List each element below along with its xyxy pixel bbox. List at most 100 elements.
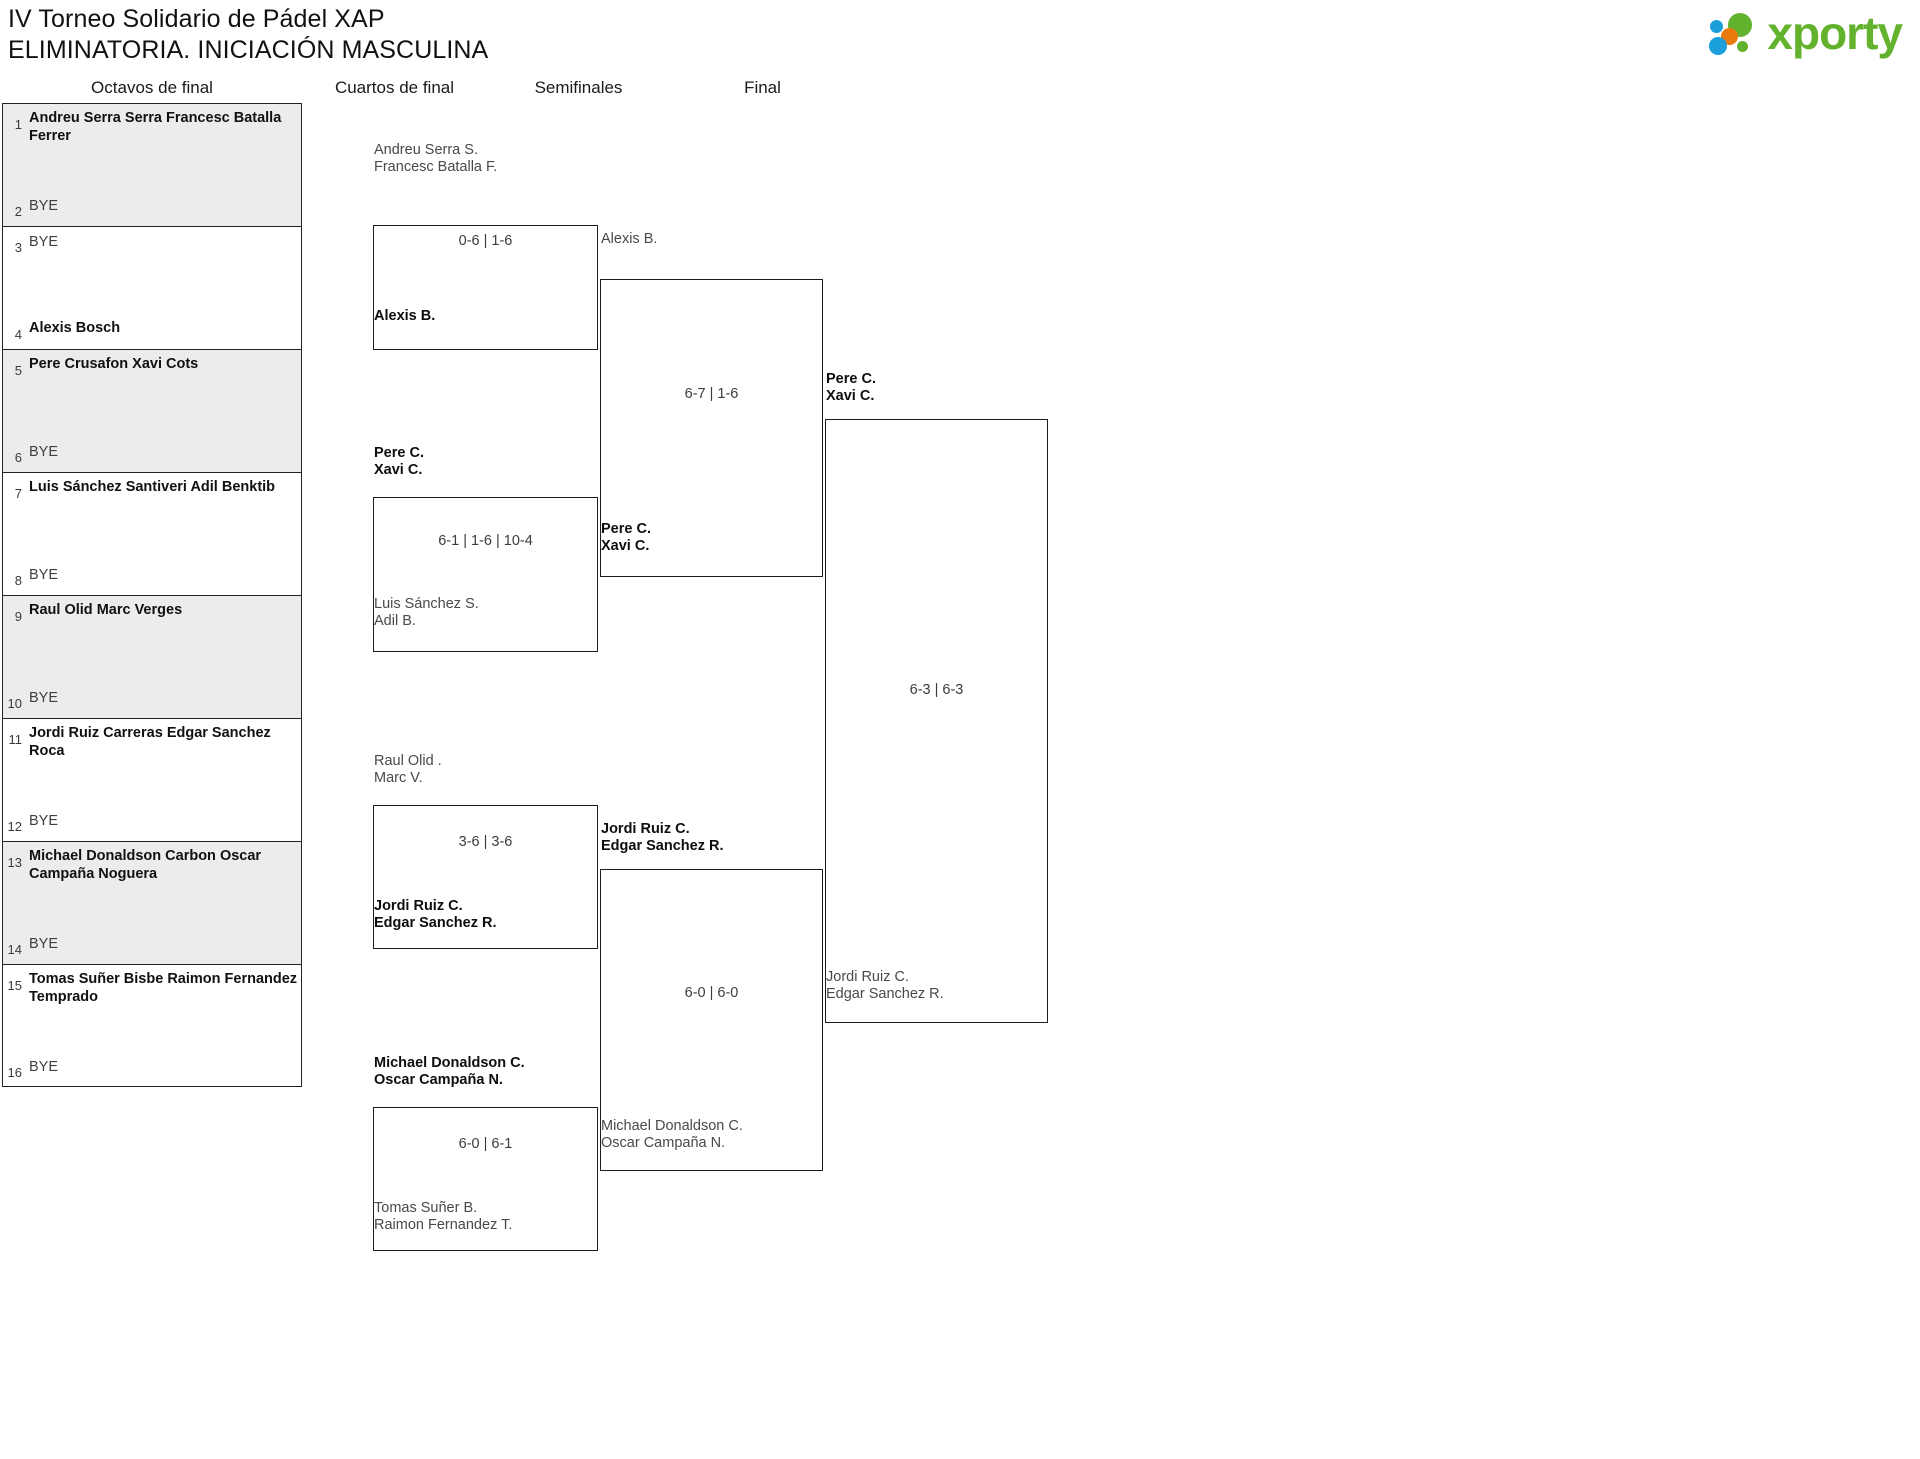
round-header-semifinales: Semifinales — [534, 78, 623, 97]
r1-match-2[interactable]: 3 BYE 4 Alexis Bosch — [2, 226, 302, 349]
seed-number: 1 — [14, 117, 22, 132]
r1-slot-seed-8[interactable]: 8 BYE — [3, 566, 303, 589]
r1-slot-seed-1[interactable]: 1 Andreu Serra Serra Francesc Batalla Fe… — [3, 110, 303, 145]
round-header-final: Final — [744, 78, 781, 97]
player-line-2: Marc Verges — [96, 602, 183, 618]
r1-match-1[interactable]: 1 Andreu Serra Serra Francesc Batalla Fe… — [2, 103, 302, 226]
final-connector-box — [825, 419, 1048, 1023]
player-names: Tomas Suñer Bisbe Raimon Fernandez Tempr… — [29, 971, 303, 1006]
player-line-1: Luis Sánchez Santiveri — [29, 479, 187, 495]
player-line-2: Edgar Sanchez R. — [601, 838, 724, 854]
qf4-bottom-team[interactable]: Tomas Suñer B. Raimon Fernandez T. — [374, 1200, 512, 1234]
r1-slot-seed-7[interactable]: 7 Luis Sánchez Santiveri Adil Benktib — [3, 479, 303, 502]
page-title: IV Torneo Solidario de Pádel XAP ELIMINA… — [8, 4, 488, 66]
round-1-column: 1 Andreu Serra Serra Francesc Batalla Fe… — [2, 103, 302, 1087]
player-line-2: Edgar Sanchez R. — [826, 986, 944, 1002]
player-line-2: Edgar Sanchez R. — [374, 915, 497, 931]
player-names: BYE — [29, 567, 59, 583]
sf2-score: 6-0 | 6-0 — [684, 985, 739, 1001]
sf1-top-team[interactable]: Alexis B. — [601, 231, 657, 248]
seed-number: 12 — [7, 819, 22, 834]
sf2-bottom-team[interactable]: Michael Donaldson C. Oscar Campaña N. — [601, 1118, 743, 1152]
seed-number: 5 — [14, 363, 22, 378]
r1-match-4[interactable]: 7 Luis Sánchez Santiveri Adil Benktib 8 … — [2, 472, 302, 595]
player-line-1: Pere C. — [374, 445, 424, 461]
qf1-bottom-team[interactable]: Alexis B. — [374, 308, 435, 325]
player-line-2: Xavi C. — [601, 538, 650, 554]
r1-slot-seed-6[interactable]: 6 BYE — [3, 443, 303, 466]
r1-slot-seed-12[interactable]: 12 BYE — [3, 812, 303, 835]
player-line-2: Raimon Fernandez T. — [374, 1217, 513, 1233]
r1-match-7[interactable]: 13 Michael Donaldson Carbon Oscar Campañ… — [2, 841, 302, 964]
player-names: Raul Olid Marc Verges — [29, 602, 182, 620]
r1-slot-seed-4[interactable]: 4 Alexis Bosch — [3, 320, 303, 343]
r1-match-3[interactable]: 5 Pere Crusafon Xavi Cots 6 BYE — [2, 349, 302, 472]
logo-dot-green-small-icon — [1737, 41, 1749, 52]
logo-dot-blue-small-icon — [1710, 20, 1724, 33]
r1-slot-seed-9[interactable]: 9 Raul Olid Marc Verges — [3, 602, 303, 625]
seed-number: 13 — [7, 855, 22, 870]
player-line-1: Alexis B. — [601, 231, 658, 247]
qf3-top-team[interactable]: Raul Olid . Marc V. — [374, 753, 442, 787]
r1-slot-seed-16[interactable]: 16 BYE — [3, 1058, 303, 1081]
player-line-1: Jordi Ruiz C. — [601, 821, 690, 837]
seed-number: 10 — [7, 696, 22, 711]
r1-slot-seed-13[interactable]: 13 Michael Donaldson Carbon Oscar Campañ… — [3, 848, 303, 883]
round-header-octavos: Octavos de final — [91, 78, 213, 97]
player-line-2: Raimon Fernandez Temprado — [29, 971, 298, 1005]
sf1-score: 6-7 | 1-6 — [684, 386, 739, 402]
r1-slot-seed-10[interactable]: 10 BYE — [3, 689, 303, 712]
sf2-top-team[interactable]: Jordi Ruiz C. Edgar Sanchez R. — [601, 821, 723, 855]
player-names: BYE — [29, 444, 59, 460]
player-line-1: Raul Olid — [29, 602, 93, 618]
logo-dot-blue-large-icon — [1709, 37, 1728, 55]
qf3-bottom-team[interactable]: Jordi Ruiz C. Edgar Sanchez R. — [374, 898, 496, 932]
final-bottom-team[interactable]: Jordi Ruiz C. Edgar Sanchez R. — [826, 969, 944, 1003]
sf2-connector-box — [600, 869, 823, 1171]
player-line-2: Francesc Batalla F. — [374, 159, 498, 175]
qf1-top-team[interactable]: Andreu Serra S. Francesc Batalla F. — [374, 142, 497, 176]
player-line-1: Andreu Serra S. — [374, 142, 478, 158]
r1-slot-seed-3[interactable]: 3 BYE — [3, 233, 303, 256]
seed-number: 15 — [7, 978, 22, 993]
r1-match-6[interactable]: 11 Jordi Ruiz Carreras Edgar Sanchez Roc… — [2, 718, 302, 841]
sf1-connector-box — [600, 279, 823, 577]
qf2-connector-box — [373, 497, 598, 652]
player-names: BYE — [29, 936, 59, 952]
qf2-top-team[interactable]: Pere C. Xavi C. — [374, 445, 424, 479]
player-names: Luis Sánchez Santiveri Adil Benktib — [29, 479, 275, 497]
r1-slot-seed-15[interactable]: 15 Tomas Suñer Bisbe Raimon Fernandez Te… — [3, 971, 303, 1006]
r1-slot-seed-5[interactable]: 5 Pere Crusafon Xavi Cots — [3, 356, 303, 379]
r1-slot-seed-14[interactable]: 14 BYE — [3, 935, 303, 958]
tournament-title: IV Torneo Solidario de Pádel XAP — [8, 5, 385, 33]
r1-slot-seed-11[interactable]: 11 Jordi Ruiz Carreras Edgar Sanchez Roc… — [3, 725, 303, 760]
r1-slot-seed-2[interactable]: 2 BYE — [3, 197, 303, 220]
player-names: Andreu Serra Serra Francesc Batalla Ferr… — [29, 110, 303, 145]
seed-number: 8 — [14, 573, 22, 588]
qf1-connector-box — [373, 225, 598, 350]
qf2-score: 6-1 | 1-6 | 10-4 — [438, 533, 533, 549]
seed-number: 16 — [7, 1065, 22, 1080]
qf2-bottom-team[interactable]: Luis Sánchez S. Adil B. — [374, 596, 479, 630]
final-top-team[interactable]: Pere C. Xavi C. — [826, 371, 876, 405]
player-line-1: Raul Olid . — [374, 753, 442, 769]
r1-match-8[interactable]: 15 Tomas Suñer Bisbe Raimon Fernandez Te… — [2, 964, 302, 1087]
page-header: IV Torneo Solidario de Pádel XAP ELIMINA… — [0, 0, 1920, 70]
seed-number: 2 — [14, 204, 22, 219]
player-names: BYE — [29, 690, 59, 706]
qf4-top-team[interactable]: Michael Donaldson C. Oscar Campaña N. — [374, 1055, 525, 1089]
xporty-logo[interactable]: xporty — [1709, 8, 1903, 58]
r1-match-5[interactable]: 9 Raul Olid Marc Verges 10 BYE — [2, 595, 302, 718]
seed-number: 14 — [7, 942, 22, 957]
player-names: Jordi Ruiz Carreras Edgar Sanchez Roca — [29, 725, 303, 760]
player-line-2: Adil B. — [374, 613, 416, 629]
player-line-1: Tomas Suñer B. — [374, 1200, 478, 1216]
player-line-2: Edgar Sanchez Roca — [29, 725, 271, 759]
player-line-2: Oscar Campaña Noguera — [29, 848, 262, 882]
player-line-2: Oscar Campaña N. — [374, 1072, 503, 1088]
player-line-1: Pere Crusafon — [29, 356, 129, 372]
player-names: Michael Donaldson Carbon Oscar Campaña N… — [29, 848, 303, 883]
player-line-2: Marc V. — [374, 770, 423, 786]
sf1-bottom-team[interactable]: Pere C. Xavi C. — [601, 521, 651, 555]
